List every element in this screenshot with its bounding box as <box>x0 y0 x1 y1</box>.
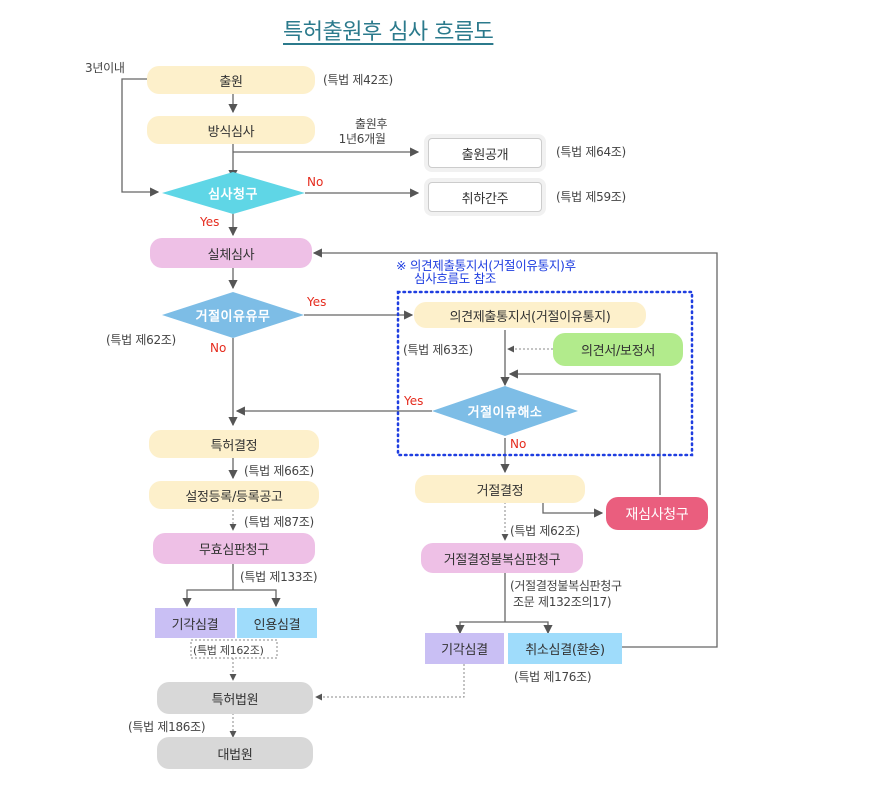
article-162: (특법 제162조) <box>193 644 264 657</box>
arrow-dismissal-to-court <box>315 664 465 701</box>
node-opinion-amendment: 의견서/보정서 <box>553 333 683 366</box>
after-filing-label: 출원후 1년6개월 <box>339 117 388 147</box>
node-revocation: 취소심결(환송) <box>508 633 622 664</box>
node-dismissal-left: 기각심결 <box>155 608 235 638</box>
yes-label-reason: Yes <box>307 295 327 309</box>
node-rejection-decision: 거절결정 <box>415 475 585 503</box>
article-133: (특법 제133조) <box>240 570 318 584</box>
article-59: (특법 제59조) <box>556 190 626 204</box>
node-rejection-reason: 거절이유유무 <box>195 309 271 325</box>
no-label-exam: No <box>307 175 324 189</box>
article-87: (특법 제87조) <box>244 515 314 529</box>
node-deemed-withdrawn: 취하간주 <box>428 182 542 212</box>
article-132-line1: (거절결정불복심판청구 <box>510 579 622 593</box>
node-supreme-court: 대법원 <box>157 737 313 769</box>
article-132-note: (거절결정불복심판청구 조문 제132조의17) <box>510 578 622 610</box>
article-63: (특법 제63조) <box>403 343 473 357</box>
after-filing-line1: 출원후 <box>355 117 388 131</box>
after-filing-line2: 1년6개월 <box>338 132 386 146</box>
article-132-line2: 조문 제132조의17) <box>513 595 612 609</box>
article-186: (특법 제186조) <box>128 720 206 734</box>
loop-3years-line <box>121 78 160 197</box>
reference-frame <box>396 290 694 457</box>
arrow-to-reexam <box>542 502 604 518</box>
article-42: (특법 제42조) <box>323 73 393 87</box>
page-title: 특허출원후 심사 흐름도 <box>283 20 494 45</box>
node-patent-court: 특허법원 <box>157 682 313 714</box>
diamond-reason-resolved <box>432 386 578 436</box>
node-reason-resolved: 거절이유해소 <box>467 405 543 421</box>
node-exam-request: 심사청구 <box>208 187 258 203</box>
diamond-rejection-reason <box>162 292 304 338</box>
node-appeal-trial: 거절결정불복심판청구 <box>421 543 583 573</box>
article-62-right: (특법 제62조) <box>510 524 580 538</box>
node-acceptance: 인용심결 <box>237 608 317 638</box>
node-patent-decision: 특허결정 <box>149 430 319 458</box>
node-dismissal-right: 기각심결 <box>425 633 504 664</box>
node-publication: 출원공개 <box>428 138 542 168</box>
within-3-years-label: 3년이내 <box>85 61 125 75</box>
reference-note-line2: 심사흐름도 참조 <box>414 271 497 286</box>
node-opinion-notice: 의견제출통지서(거절이유통지) <box>414 302 646 328</box>
node-substantive-exam: 실체심사 <box>150 238 312 268</box>
node-invalidation-trial: 무효심판청구 <box>153 533 315 564</box>
yes-label-exam: Yes <box>200 215 220 229</box>
no-label-resolved: No <box>510 437 527 451</box>
reference-note-line1: ※ 의견제출통지서(거절이유통지)후 <box>396 258 576 273</box>
node-registration: 설정등록/등록공고 <box>149 481 319 509</box>
article-64: (특법 제64조) <box>556 145 626 159</box>
arrow-revocation-back <box>312 248 718 648</box>
art162-box <box>190 639 278 659</box>
reference-note: ※ 의견제출통지서(거절이유통지)후 심사흐름도 참조 <box>396 259 576 285</box>
yes-label-resolved: Yes <box>404 394 424 408</box>
node-formality-exam: 방식심사 <box>147 116 315 144</box>
node-reexam-request: 재심사청구 <box>606 497 708 530</box>
no-label-reason: No <box>210 341 227 355</box>
diamond-exam-request <box>162 172 305 214</box>
node-filing: 출원 <box>147 66 315 94</box>
article-176: (특법 제176조) <box>514 670 592 684</box>
article-66: (특법 제66조) <box>244 464 314 478</box>
article-62-left: (특법 제62조) <box>106 333 176 347</box>
